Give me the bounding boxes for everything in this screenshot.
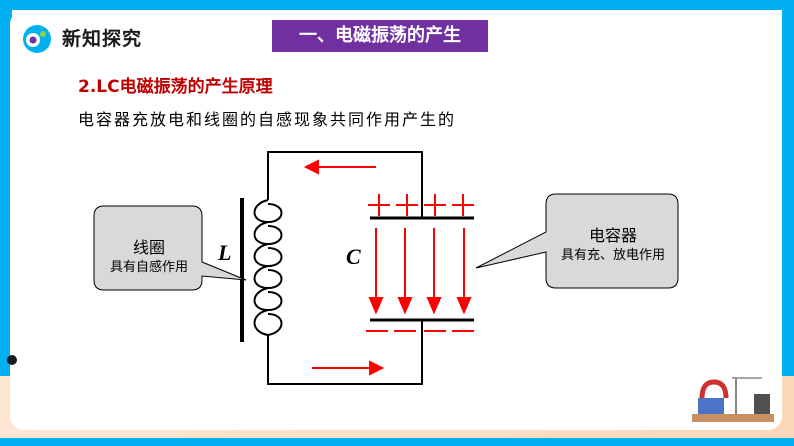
coil-callout-bubble bbox=[93, 205, 247, 291]
border-left bbox=[0, 0, 12, 446]
logo-icon bbox=[23, 25, 51, 53]
border-bottom bbox=[0, 438, 794, 446]
inductor-label: L bbox=[218, 240, 232, 265]
inductor-coil bbox=[253, 199, 283, 337]
current-arrow-bottom bbox=[312, 360, 385, 376]
description-text: 电容器充放电和线圈的自感现象共同作用产生的 bbox=[78, 110, 457, 129]
topic-banner: 一、电磁振荡的产生 bbox=[272, 20, 488, 52]
capacitor-callout-bubble bbox=[475, 193, 679, 289]
subtitle: 2.LC电磁振荡的产生原理 bbox=[78, 77, 273, 97]
capacitor-callout-title: 电容器 bbox=[588, 226, 637, 245]
coil-callout-caption: 具有自感作用 bbox=[109, 260, 188, 275]
circuit-wires bbox=[267, 151, 423, 385]
electric-field-arrows bbox=[368, 228, 472, 315]
current-arrow-top bbox=[303, 159, 376, 175]
decorative-dot bbox=[7, 355, 17, 365]
coil-callout-title: 线圈 bbox=[132, 238, 165, 257]
capacitor-label: C bbox=[346, 244, 361, 269]
border-top bbox=[0, 0, 794, 10]
positive-charges bbox=[368, 194, 474, 216]
border-right bbox=[782, 0, 794, 446]
capacitor-callout-caption: 具有充、放电作用 bbox=[560, 248, 665, 263]
section-title: 新知探究 bbox=[62, 28, 143, 50]
lab-apparatus-image bbox=[692, 377, 774, 422]
